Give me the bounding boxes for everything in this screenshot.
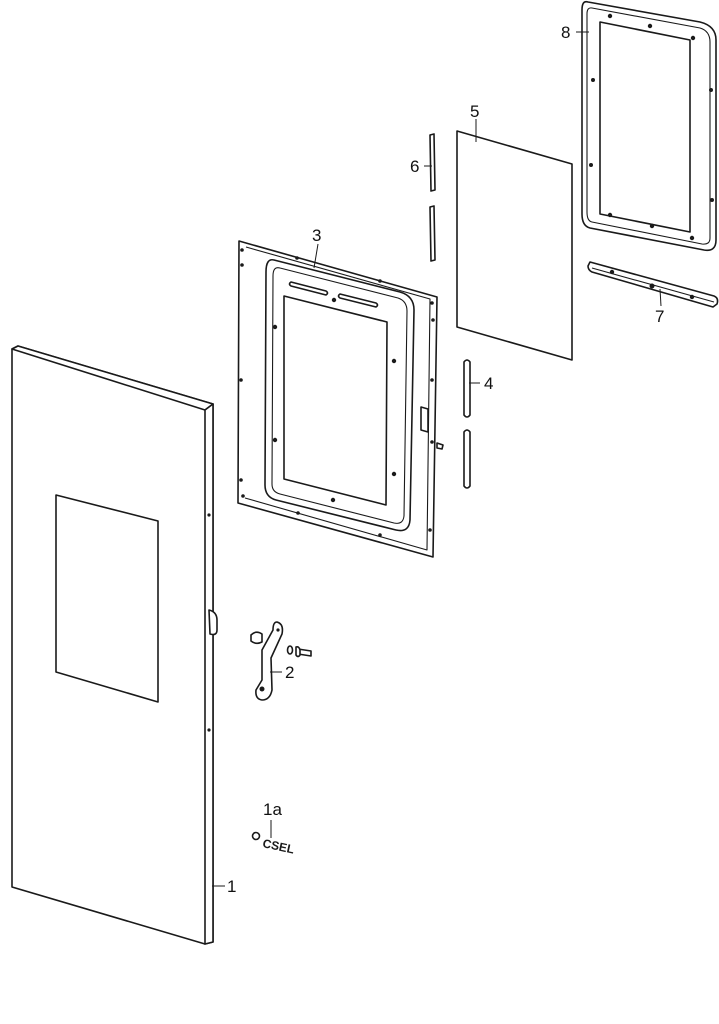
- bottom-rail-part: [587, 261, 719, 308]
- outer-frame-part: [581, 0, 717, 252]
- door-part: [11, 345, 218, 945]
- callout-5: 5: [470, 102, 479, 121]
- rods-part: [463, 359, 471, 489]
- callout-8: 8: [561, 23, 570, 42]
- callout-3: 3: [312, 226, 321, 245]
- callout-7: 7: [655, 307, 664, 326]
- glass-panel-part: [456, 130, 573, 361]
- callout-1a: 1a: [263, 800, 282, 819]
- callout-4: 4: [484, 374, 493, 393]
- callout-1: 1: [227, 877, 236, 896]
- strips-part: [429, 133, 436, 262]
- callout-6: 6: [410, 157, 419, 176]
- bracket-part: [250, 621, 312, 701]
- logo-badge-part: CSEL: [251, 831, 296, 857]
- callout-2: 2: [285, 663, 294, 682]
- inner-frame-part: [237, 240, 444, 558]
- logo-badge-text: CSEL: [261, 836, 295, 856]
